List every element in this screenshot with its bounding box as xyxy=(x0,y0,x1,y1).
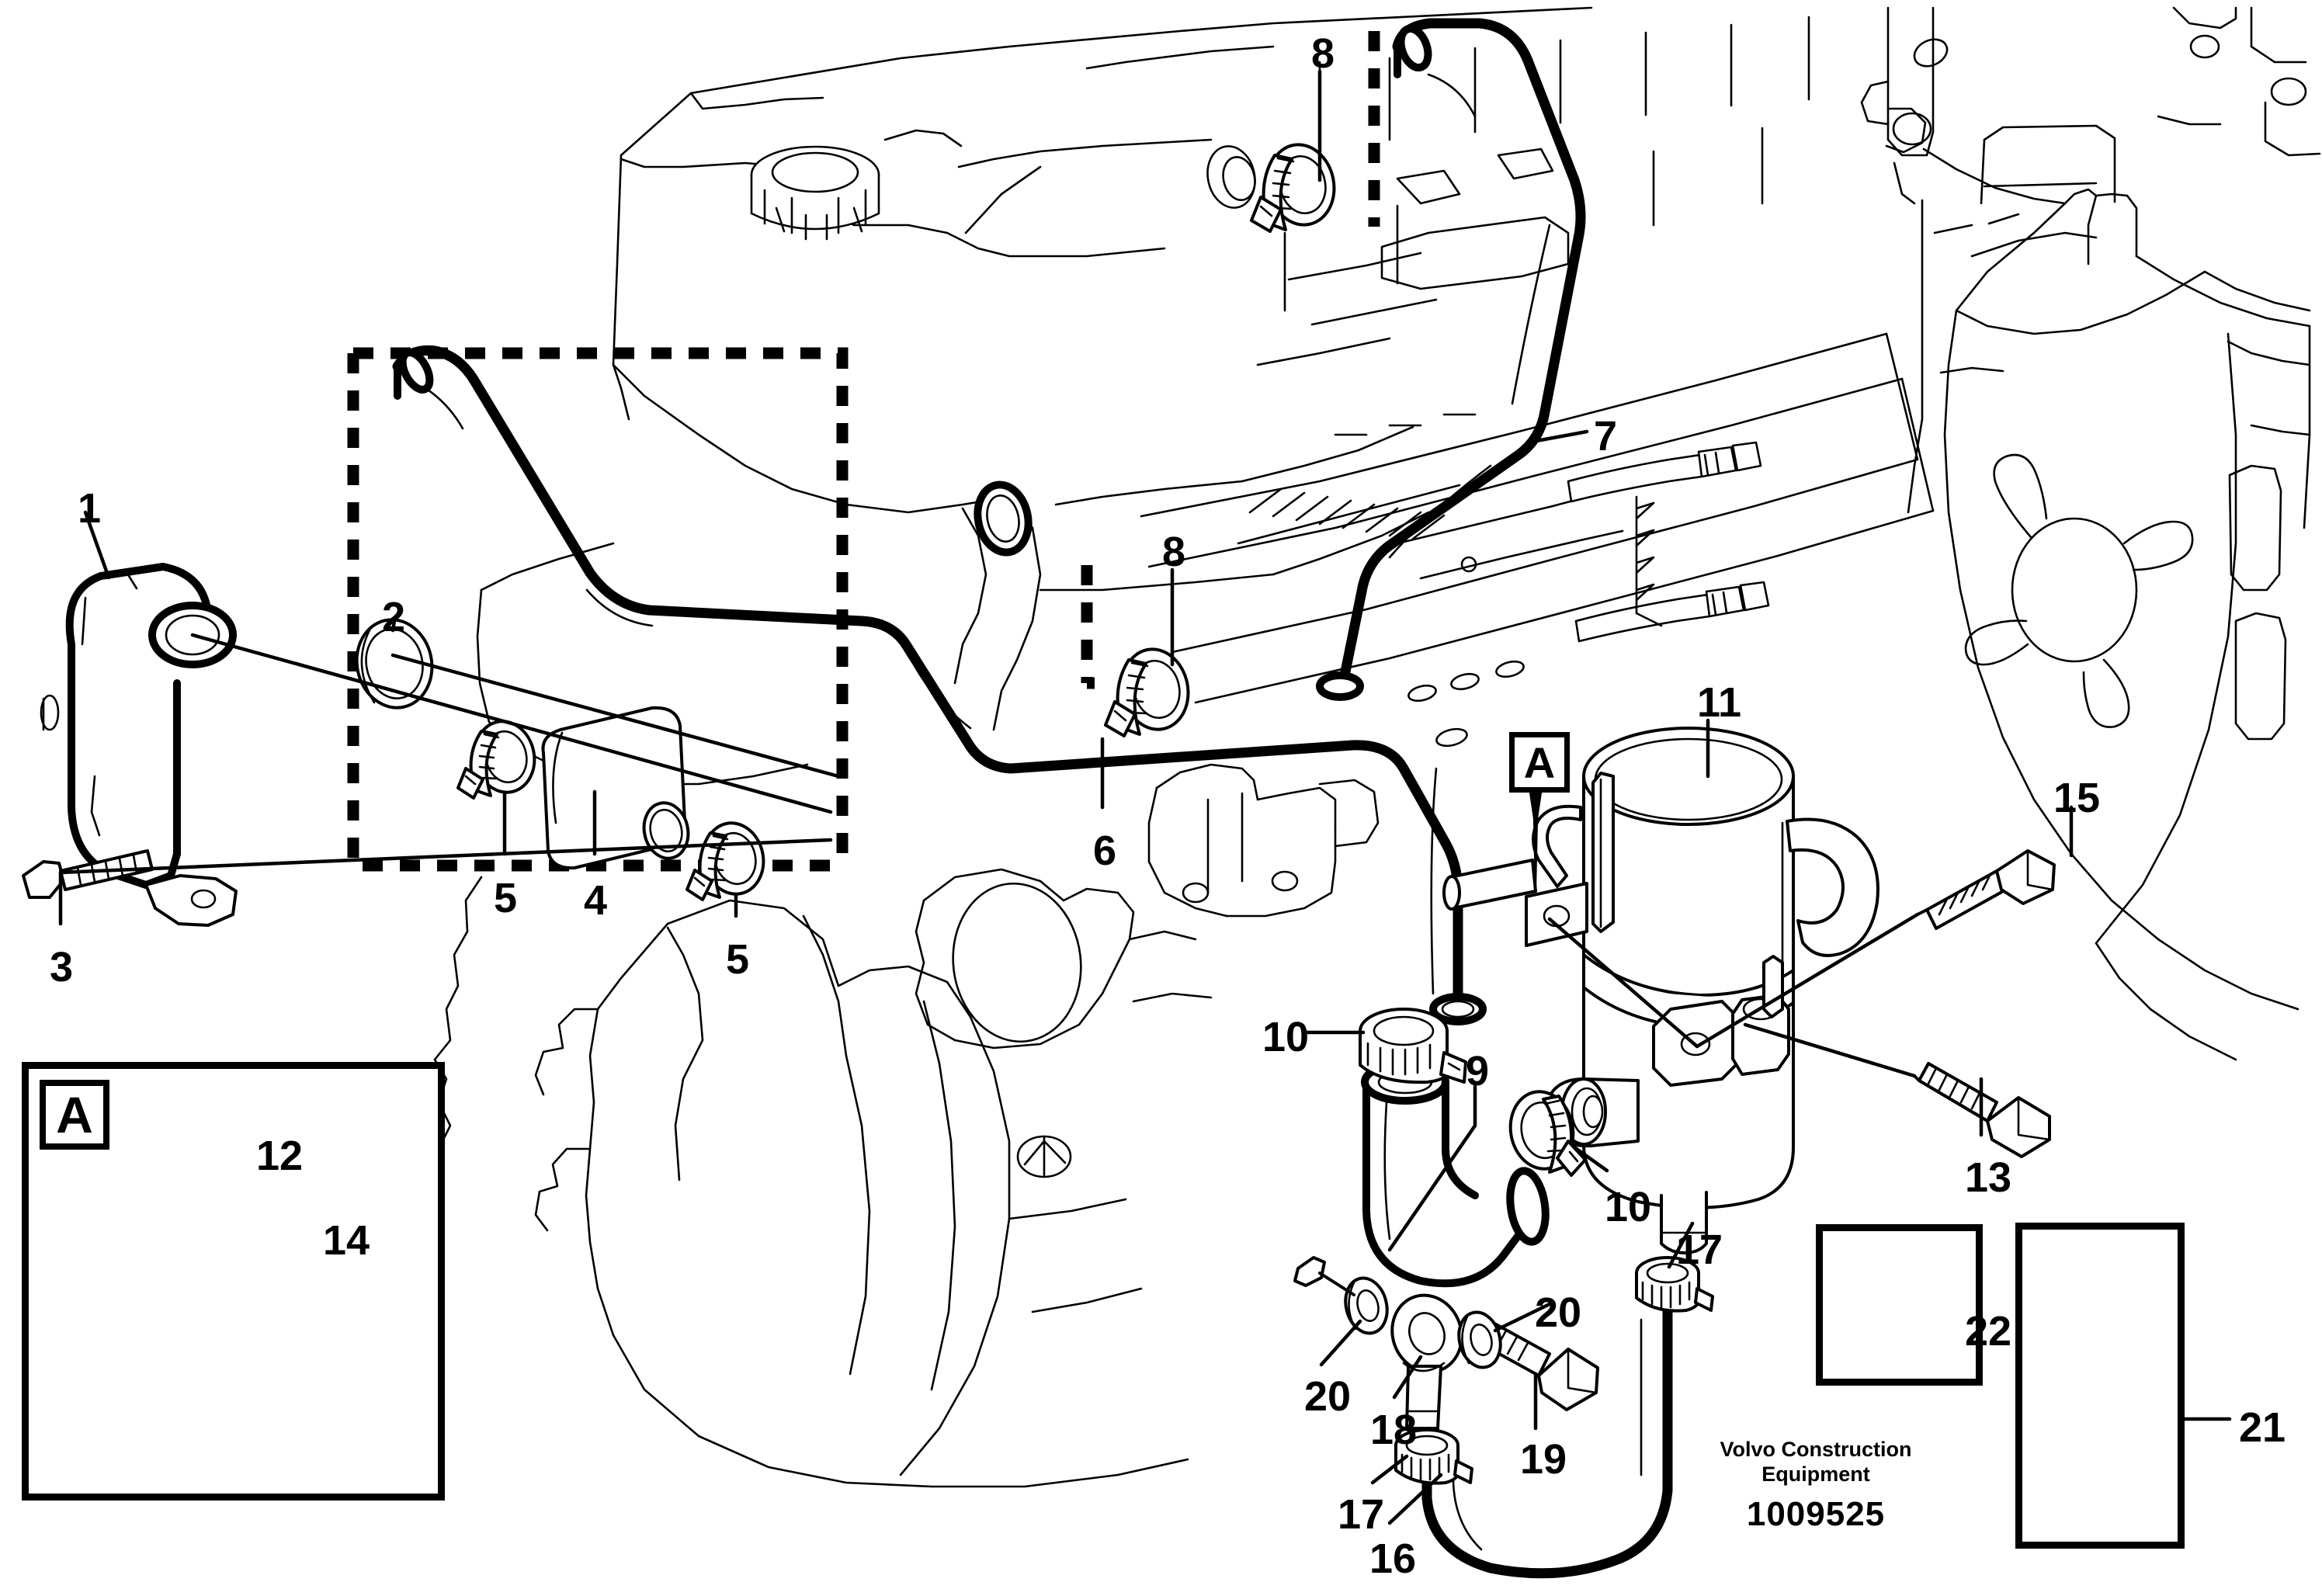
item-label-17-a: 17 xyxy=(1676,1226,1723,1273)
item-label-8-a: 8 xyxy=(1311,30,1335,77)
item-label-20-b: 20 xyxy=(1535,1289,1582,1336)
detail-callout-a-main: A xyxy=(1509,732,1570,793)
item-label-13: 13 xyxy=(1965,1154,2012,1201)
detail-callout-a-main-label: A xyxy=(1523,737,1556,787)
item-label-5-a: 5 xyxy=(494,875,518,921)
bellhousing-boss xyxy=(1964,453,2194,728)
item-label-6: 6 xyxy=(1093,827,1117,874)
item-label-15: 15 xyxy=(2053,775,2101,821)
item-label-17-b: 17 xyxy=(1338,1491,1385,1538)
item-label-3: 3 xyxy=(50,944,74,991)
item-label-4: 4 xyxy=(584,877,608,924)
item-label-5-b: 5 xyxy=(726,936,750,983)
item-label-9: 9 xyxy=(1466,1048,1490,1095)
part-number: 1009525 xyxy=(1746,1494,1886,1533)
item-label-20-a: 20 xyxy=(1304,1373,1352,1420)
detail-inset-a-tag: A xyxy=(40,1080,109,1150)
part-10-clamp-right xyxy=(1508,1090,1587,1177)
item-label-18: 18 xyxy=(1370,1407,1418,1453)
item-label-2: 2 xyxy=(382,594,406,640)
part-18-banjo-fitting xyxy=(1390,1293,1463,1430)
engine-assembly-outline xyxy=(433,6,1935,1488)
item-label-16: 16 xyxy=(1369,1535,1417,1582)
part-7-ventilation-hose xyxy=(1316,18,1586,701)
part-17-clamp-lower xyxy=(1394,1428,1473,1485)
item-label-12: 12 xyxy=(256,1133,304,1179)
part-8-clamp-top xyxy=(1206,143,1336,233)
flywheel-housing-outline xyxy=(1860,6,2321,1061)
part-20-washer-right xyxy=(1457,1310,1502,1369)
part-15-bolt xyxy=(1916,849,2056,930)
brand-line-2: Equipment xyxy=(1761,1462,1870,1486)
part-5-clamp-right xyxy=(685,821,765,901)
highlight-frame-left xyxy=(347,347,849,872)
injector-pipe-lower xyxy=(1574,581,1770,643)
part-17-clamp-upper xyxy=(1635,1256,1714,1313)
item-label-7: 7 xyxy=(1594,413,1618,460)
spacer-plate-frame xyxy=(1816,1224,1983,1386)
cable-tie-frame xyxy=(2015,1223,2185,1549)
highlight-frame-right xyxy=(1081,31,1380,689)
item-label-8-b: 8 xyxy=(1162,529,1186,575)
part-8-clamp-mid xyxy=(1104,647,1190,737)
item-label-11: 11 xyxy=(1697,679,1742,726)
item-label-21: 21 xyxy=(2239,1404,2286,1451)
head-fin-hatching xyxy=(1237,484,1461,545)
item-label-1: 1 xyxy=(78,485,102,532)
oil-filler-cap xyxy=(750,145,880,241)
part-4-hose xyxy=(541,706,690,870)
detail-inset-a-frame: A xyxy=(22,1062,445,1501)
detail-inset-a-label: A xyxy=(56,1086,93,1143)
block-port-8b xyxy=(974,481,1033,557)
part-5-clamp-left xyxy=(456,720,536,800)
footer-block: Volvo Construction Equipment 1009525 xyxy=(1688,1438,1944,1534)
banjo-pin xyxy=(1293,1256,1355,1296)
item-label-10-a: 10 xyxy=(1262,1014,1310,1060)
item-label-19: 19 xyxy=(1520,1436,1567,1483)
item-label-10-b: 10 xyxy=(1605,1184,1652,1230)
item-label-22: 22 xyxy=(1965,1308,2012,1355)
part-13-bolt xyxy=(1913,1062,2051,1158)
part-10-clamp-top xyxy=(1359,1008,1467,1084)
injector-pipe-upper xyxy=(1567,441,1762,503)
item-label-14: 14 xyxy=(323,1217,370,1264)
part-20-washer-left xyxy=(1344,1276,1389,1335)
brand-line-1: Volvo Construction xyxy=(1720,1438,1912,1461)
